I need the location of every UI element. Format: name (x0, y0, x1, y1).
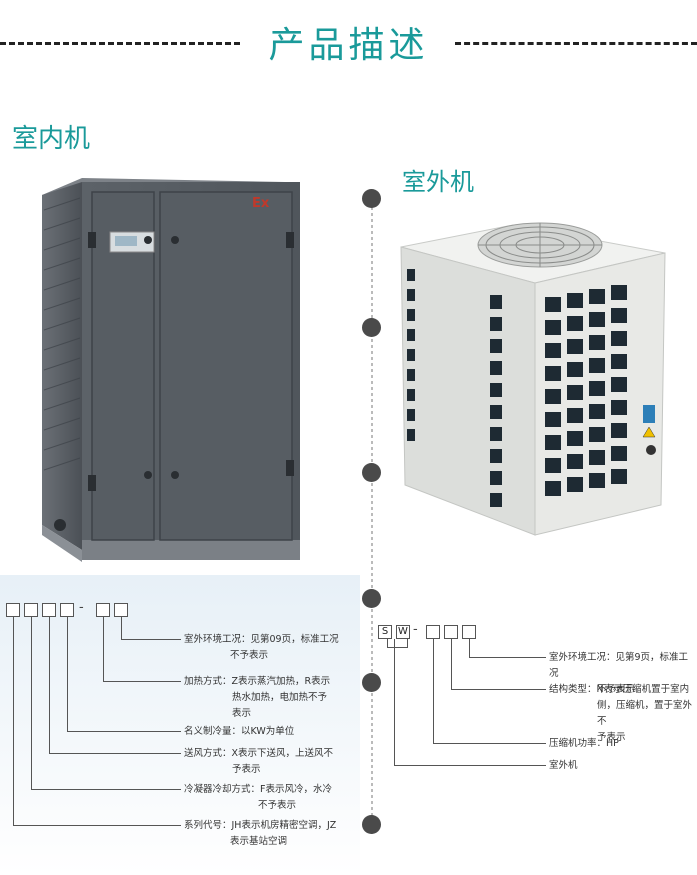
indoor-unit-label: 室内机 (12, 124, 91, 154)
code-separator: - (413, 622, 418, 637)
spec-description: 室外环境工况：见第09页，标准工况 不予表示 (184, 634, 339, 661)
connector-line (103, 617, 104, 681)
spec-description: 室外机 (549, 760, 578, 771)
connector-line (394, 639, 395, 765)
code-box (6, 603, 20, 617)
code-box: W (396, 625, 410, 639)
spec-description: 压缩机功率：HP (549, 738, 619, 749)
connector-line (387, 639, 388, 647)
connector-line (433, 639, 434, 743)
code-box (114, 603, 128, 617)
connector-line (67, 731, 181, 732)
connector-line (394, 765, 546, 766)
outdoor-unit-label: 室外机 (402, 168, 474, 196)
connector-line (103, 681, 181, 682)
code-box (42, 603, 56, 617)
outdoor-unit-image (400, 222, 666, 536)
connector-line (31, 617, 32, 789)
code-box (24, 603, 38, 617)
timeline-line (371, 195, 373, 835)
spec-description: 加热方式：Z表示蒸汽加热，R表示 热水加热，电加热不予 表示 (184, 676, 331, 719)
spec-description: 系列代号：JH表示机房精密空调，JZ 表示基站空调 (184, 820, 337, 847)
page-title: 产品描述 (268, 25, 429, 66)
code-box (462, 625, 476, 639)
spec-description: 室外环境工况：见第9页，标准工况 不予表示 (549, 652, 689, 695)
code-box (426, 625, 440, 639)
connector-line (31, 789, 181, 790)
header-dashes-right (455, 42, 697, 45)
connector-line (49, 753, 181, 754)
connector-line (13, 617, 14, 825)
connector-line (407, 639, 408, 647)
header-dashes-left (0, 42, 240, 45)
spec-description: 冷凝器冷却方式：F表示风冷，水冷 不予表示 (184, 784, 332, 811)
connector-line (67, 617, 68, 731)
timeline-dot (362, 815, 381, 834)
connector-line (451, 689, 546, 690)
timeline-dot (362, 189, 381, 208)
connector-line (387, 647, 408, 648)
indoor-unit-image (42, 178, 300, 562)
code-box: S (378, 625, 392, 639)
code-box (60, 603, 74, 617)
spec-description: 结构类型：N表示压缩机置于室内 侧，压缩机，置于室外不 予表示 (549, 684, 693, 743)
connector-line (13, 825, 181, 826)
connector-line (433, 743, 546, 744)
code-box (96, 603, 110, 617)
code-separator: - (79, 600, 84, 615)
connector-line (469, 639, 470, 657)
connector-line (121, 617, 122, 639)
connector-line (121, 639, 181, 640)
ex-badge: Ex (252, 196, 270, 211)
connector-line (49, 617, 50, 753)
spec-description: 送风方式：X表示下送风，上送风不 予表示 (184, 748, 334, 775)
timeline-dot (362, 463, 381, 482)
connector-line (469, 657, 546, 658)
connector-line (451, 639, 452, 689)
code-box (444, 625, 458, 639)
timeline-dot (362, 673, 381, 692)
timeline-dot (362, 318, 381, 337)
timeline-dot (362, 589, 381, 608)
spec-description: 名义制冷量：以KW为单位 (184, 726, 295, 737)
